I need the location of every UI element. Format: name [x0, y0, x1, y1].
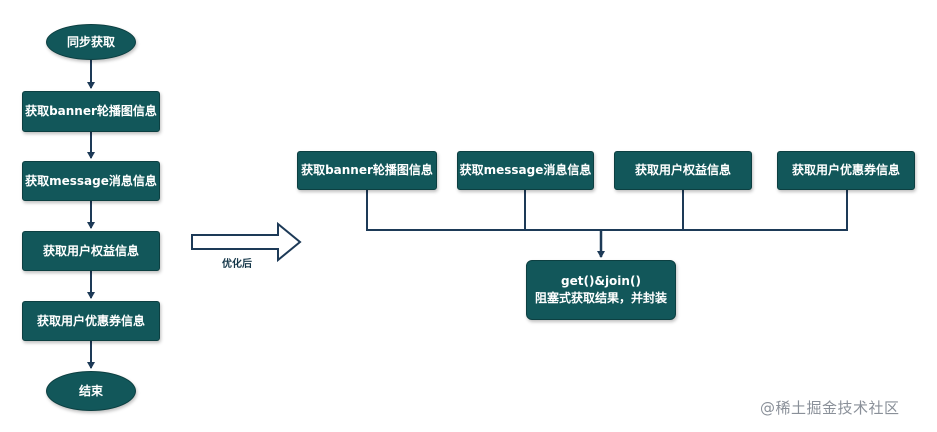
parallel-coupon-label: 获取用户优惠券信息 [791, 163, 900, 177]
merge-line2: 阻塞式获取结果，并封装 [534, 291, 667, 305]
step-message-label: 获取message消息信息 [25, 173, 157, 188]
step-banner: 获取banner轮播图信息 [22, 91, 160, 132]
end-node: 结束 [46, 371, 136, 411]
watermark: @稀土掘金技术社区 [760, 399, 900, 417]
step-rights-label: 获取用户权益信息 [42, 243, 139, 258]
end-label: 结束 [78, 383, 103, 398]
step-coupon: 获取用户优惠券信息 [22, 301, 160, 341]
parallel-message: 获取message消息信息 [457, 151, 594, 190]
parallel-banner-label: 获取banner轮播图信息 [301, 163, 433, 177]
step-banner-label: 获取banner轮播图信息 [25, 104, 157, 118]
merge-line1: get()&join() [561, 274, 641, 288]
merge-node: get()&join() 阻塞式获取结果，并封装 [526, 260, 676, 320]
transition-label: 优化后 [222, 259, 252, 270]
parallel-rights: 获取用户权益信息 [614, 151, 752, 190]
step-coupon-label: 获取用户优惠券信息 [36, 313, 145, 328]
parallel-rights-label: 获取用户权益信息 [634, 163, 731, 177]
start-label: 同步获取 [66, 34, 115, 49]
parallel-coupon: 获取用户优惠券信息 [777, 151, 915, 190]
parallel-message-label: 获取message消息信息 [459, 163, 592, 177]
start-node: 同步获取 [46, 24, 136, 60]
step-rights: 获取用户权益信息 [22, 231, 160, 271]
step-message: 获取message消息信息 [22, 161, 160, 201]
parallel-banner: 获取banner轮播图信息 [297, 151, 437, 190]
transition-arrow [191, 221, 302, 263]
